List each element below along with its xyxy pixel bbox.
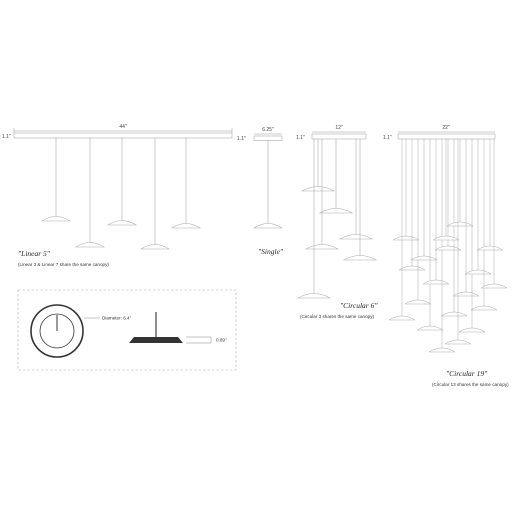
linear5-canopy-height-label: 1.1" — [2, 134, 11, 140]
single-canopy — [253, 135, 283, 141]
pendant-shade — [296, 293, 332, 299]
circular6-canopy-height-label: 1.1" — [296, 135, 305, 141]
circular6-fixture: 12" 1.1" "Circular 6" (Circular 3 shares… — [296, 125, 378, 319]
pendant-shade — [139, 244, 171, 250]
height-label: 0.89" — [216, 338, 227, 343]
pendant-shade — [74, 242, 106, 248]
circular6-note: (Circular 3 shares the same canopy) — [300, 314, 375, 319]
pendant-shade — [40, 216, 72, 222]
single-width-label: 6.25" — [262, 127, 274, 133]
pendant-shade — [342, 255, 378, 261]
pendant-shade — [338, 234, 374, 240]
linear5-fixture: 44" 1.1" "Linear 5" (Linear 3 & Linear 7… — [2, 124, 233, 267]
pendant-shade — [170, 223, 202, 229]
linear5-note: (Linear 3 & Linear 7 share the same cano… — [18, 262, 109, 267]
single-name: "Single" — [258, 247, 284, 256]
pendant-shade — [252, 223, 284, 229]
circular19-note: (Circular 13 shares the same canopy) — [432, 382, 509, 387]
pendant-shade — [318, 208, 354, 214]
pendant-shade — [304, 244, 340, 250]
circular19-width-label: 22" — [442, 125, 450, 131]
shade-detail-box: Diameter: 6.4" 0.89" — [17, 289, 237, 371]
circular6-width-label: 12" — [335, 125, 343, 131]
single-canopy-height-label: 1.1" — [237, 136, 246, 142]
pendant-shade — [106, 220, 138, 226]
linear5-width-label: 44" — [119, 124, 127, 130]
detail-dashed-border — [17, 289, 237, 371]
linear5-name: "Linear 5" — [18, 249, 51, 258]
circular6-canopy — [311, 133, 367, 140]
circular6-name: "Circular 6" — [340, 301, 378, 310]
linear5-canopy — [13, 132, 233, 139]
circular19-name: "Circular 19" — [446, 369, 488, 378]
circular19-canopy-height-label: 1.1" — [383, 135, 392, 141]
circular19-fixture: 22" 1.1" "Circular 19" (Circular 13 shar — [383, 125, 509, 387]
single-fixture: 6.25" 1.1" "Single" — [237, 127, 284, 256]
circular19-canopy — [397, 133, 496, 140]
shade-side-view — [129, 337, 183, 343]
diameter-label: Diameter: 6.4" — [102, 316, 132, 321]
pendant-shade — [300, 186, 336, 192]
